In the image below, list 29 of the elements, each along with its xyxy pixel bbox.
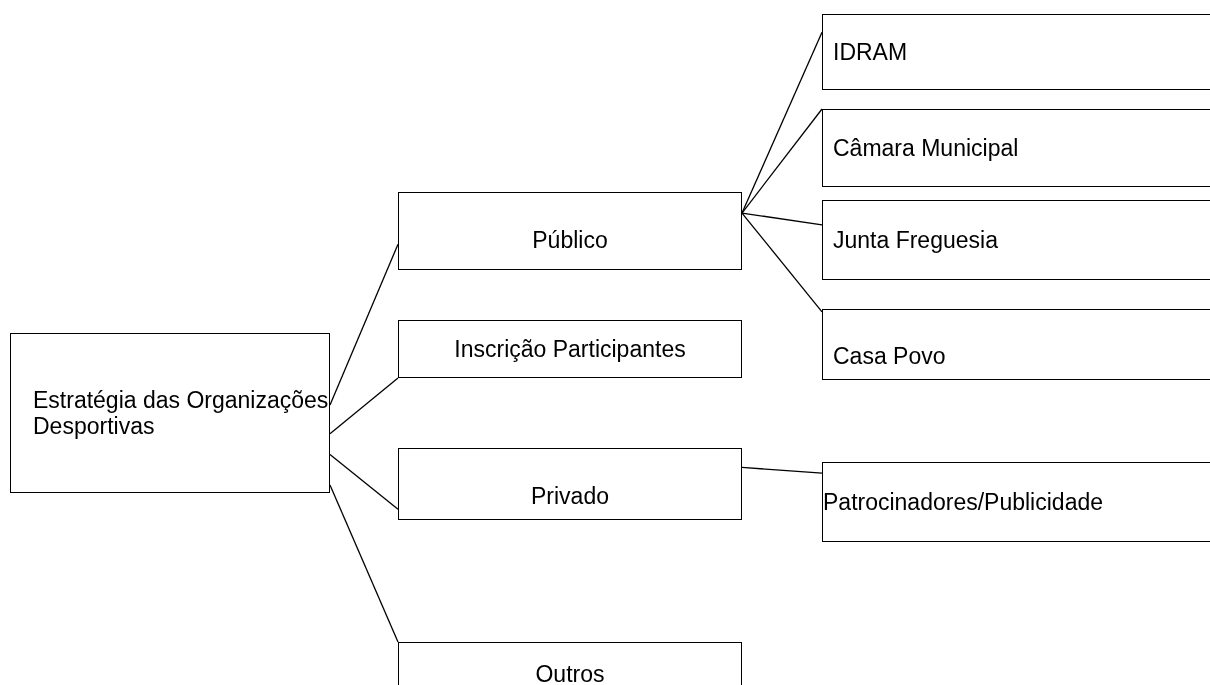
connector-line [329,377,399,435]
box-label: Inscrição Participantes [454,336,686,362]
text-box [398,642,742,685]
connector-line [741,108,823,214]
box-label: IDRAM [833,39,908,65]
text-box [822,309,1210,380]
text-box [398,320,742,378]
box-label: Privado [531,483,609,509]
connector-line [741,212,823,313]
connector-line [329,484,399,643]
box-label: Estratégia das Organizações Desportivas [33,387,329,439]
connector-line [741,212,823,226]
text-box [822,462,1210,542]
box-label: Patrocinadores/Publicidade [823,489,1103,515]
box-label: Público [532,227,608,253]
text-box [398,448,742,520]
box-label: Casa Povo [833,343,946,369]
box-label: Junta Freguesia [833,227,998,253]
text-box [398,192,742,270]
box-label: Câmara Municipal [833,135,1019,161]
connector-line [329,243,399,406]
text-box [822,14,1210,90]
text-box [822,109,1210,187]
box-label: Outros [535,661,605,685]
connector-line [741,31,823,214]
text-box [10,333,330,493]
connector-line [329,453,399,510]
text-box [822,200,1210,280]
connector-line [741,466,823,474]
